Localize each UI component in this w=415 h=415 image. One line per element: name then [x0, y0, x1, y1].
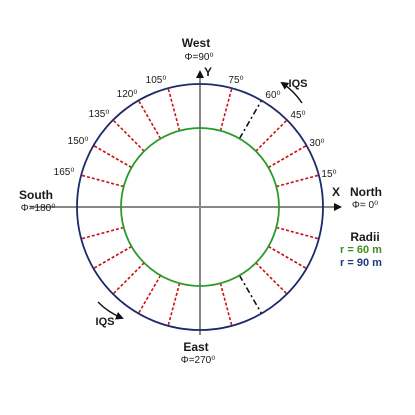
radial-line-30 [268, 144, 307, 169]
radial-line-15 [276, 174, 320, 188]
angle-label-105: 105⁰ [146, 75, 167, 86]
iqs-top-arrow [280, 81, 303, 104]
angle-label-30: 30⁰ [309, 138, 324, 149]
south-phi-label: Φ=180⁰ [21, 203, 56, 214]
north-label: North [350, 185, 382, 199]
angle-label-120: 120⁰ [117, 89, 138, 100]
iqs-bottom-label: IQS [96, 316, 115, 328]
radial-line-150 [93, 144, 132, 169]
angle-label-60: 60⁰ [265, 90, 280, 101]
outer-circle-r90 [76, 83, 324, 331]
east-phi-label: Φ=270⁰ [181, 355, 216, 366]
angle-label-15: 15⁰ [321, 169, 336, 180]
y-axis-label: Y [204, 65, 212, 79]
inner-circle-r60 [120, 127, 280, 287]
east-label: East [183, 340, 208, 354]
angle-label-45: 45⁰ [290, 110, 305, 121]
radial-line-45 [255, 119, 288, 152]
radius-60-label: r = 60 m [340, 244, 382, 256]
angle-label-75: 75⁰ [228, 75, 243, 86]
radial-line--150 [93, 245, 132, 270]
west-phi-label: Φ=90⁰ [185, 52, 214, 63]
radial-line--45 [255, 262, 288, 295]
radial-line-135 [112, 119, 145, 152]
angle-label-165: 165⁰ [54, 167, 75, 178]
radial-line-165 [80, 174, 124, 188]
radial-line--30 [268, 245, 307, 270]
x-axis-label: X [332, 185, 340, 199]
angle-label-135: 135⁰ [89, 109, 110, 120]
north-phi-label: Φ= 0⁰ [352, 200, 378, 211]
radial-line--105 [167, 283, 181, 327]
radii-legend: Radii r = 60 m r = 90 m [340, 230, 382, 269]
south-label: South [19, 188, 53, 202]
radial-line--15 [276, 226, 320, 240]
iqs-top-label: IQS [289, 78, 308, 90]
radii-title: Radii [350, 230, 379, 244]
radial-line--75 [219, 283, 233, 327]
radius-90-label: r = 90 m [340, 257, 382, 269]
angle-label-150: 150⁰ [68, 136, 89, 147]
iqs-bottom-arrow [97, 301, 124, 320]
radial-line--165 [80, 226, 124, 240]
angle-labels: 15⁰ 30⁰ 45⁰ 60⁰ 75⁰ 105⁰ 120⁰ 135⁰ 150⁰ … [54, 75, 337, 180]
radial-line--120 [137, 275, 162, 314]
radial-line--60 [238, 275, 263, 314]
radial-line--135 [112, 262, 145, 295]
west-label: West [182, 36, 210, 50]
radial-line-75 [219, 87, 233, 131]
radial-lines-group [80, 87, 320, 327]
radial-line-120 [137, 100, 162, 139]
radial-line-105 [167, 87, 181, 131]
radial-line-60 [238, 100, 263, 139]
